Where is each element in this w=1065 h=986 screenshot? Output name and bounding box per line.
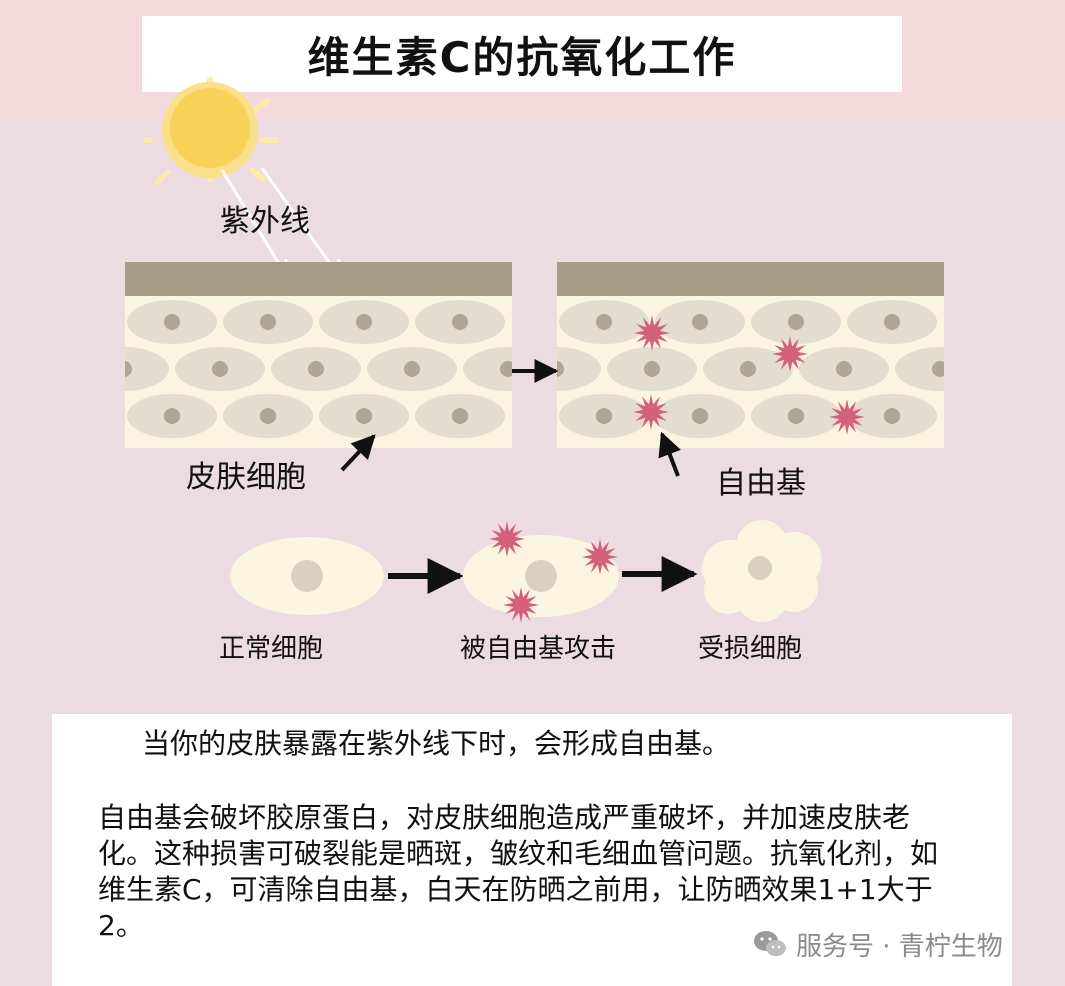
free-radical-label: 自由基 — [716, 466, 806, 501]
cell-nucleus — [260, 314, 276, 330]
skin-cell — [557, 347, 601, 391]
skin-cross-section-normal — [125, 262, 512, 448]
cell-nucleus — [788, 314, 804, 330]
watermark: 服务号 · 青柠生物 — [752, 924, 1003, 964]
free-radical-icon — [503, 587, 539, 623]
normal-cell — [230, 537, 384, 615]
free-radical-icon — [489, 521, 525, 557]
damaged-cell — [702, 520, 822, 622]
cell-nucleus — [308, 361, 324, 377]
skin-cell — [895, 347, 944, 391]
page-title: 维生素C的抗氧化工作 — [307, 32, 737, 82]
watermark-text: 服务号 · 青柠生物 — [796, 931, 1003, 962]
cell-nucleus — [164, 314, 180, 330]
cell-nucleus — [692, 314, 708, 330]
cell-nucleus — [884, 314, 900, 330]
cell-nucleus — [596, 314, 612, 330]
sun-icon — [143, 77, 279, 185]
paragraph-2: 自由基会破坏胶原蛋白，对皮肤细胞造成严重破坏，并加速皮肤老化。这种损害可破裂能是… — [98, 801, 939, 942]
cell-nucleus — [125, 361, 132, 377]
cell-nucleus — [884, 408, 900, 424]
damaged-cell-label: 受损细胞 — [698, 634, 803, 664]
arrow-pointer-icon — [658, 431, 681, 477]
cell-nucleus — [260, 408, 276, 424]
text-panel — [52, 714, 1012, 986]
free-radical-icon — [772, 336, 808, 372]
cell-nucleus — [836, 361, 852, 377]
free-radical-icon — [829, 399, 865, 435]
title-box: 维生素C的抗氧化工作 — [142, 16, 902, 92]
cell-nucleus — [500, 361, 512, 377]
skin-cross-section-damaged — [557, 262, 944, 448]
cell-nucleus — [404, 361, 420, 377]
skin-cell — [125, 347, 169, 391]
free-radical-icon — [582, 539, 618, 575]
normal-cell-label: 正常细胞 — [219, 634, 324, 664]
cell-nucleus — [788, 408, 804, 424]
skin-cell-label: 皮肤细胞 — [186, 460, 306, 495]
free-radical-icon — [634, 315, 670, 351]
cell-nucleus — [740, 361, 756, 377]
cell-nucleus — [932, 361, 944, 377]
paragraph-1: 当你的皮肤暴露在紫外线下时，会形成自由基。 — [142, 727, 731, 760]
cell-nucleus — [692, 408, 708, 424]
skin-cell — [463, 347, 512, 391]
cell-nucleus — [452, 408, 468, 424]
cell-nucleus — [452, 314, 468, 330]
free-radical-icon — [633, 394, 669, 430]
free-radicals — [489, 315, 865, 623]
arrow-pointer-icon — [340, 434, 376, 472]
cell-nucleus — [596, 408, 612, 424]
uv-label: 紫外线 — [220, 204, 310, 239]
wechat-icon — [754, 931, 786, 956]
cell-nucleus — [356, 314, 372, 330]
cell-nucleus — [356, 408, 372, 424]
cell-nucleus — [557, 361, 564, 377]
cell-nucleus — [212, 361, 228, 377]
cell-nucleus — [164, 408, 180, 424]
attacked-cell — [463, 535, 619, 617]
cell-nucleus — [644, 361, 660, 377]
attacked-cell-label: 被自由基攻击 — [460, 634, 617, 664]
